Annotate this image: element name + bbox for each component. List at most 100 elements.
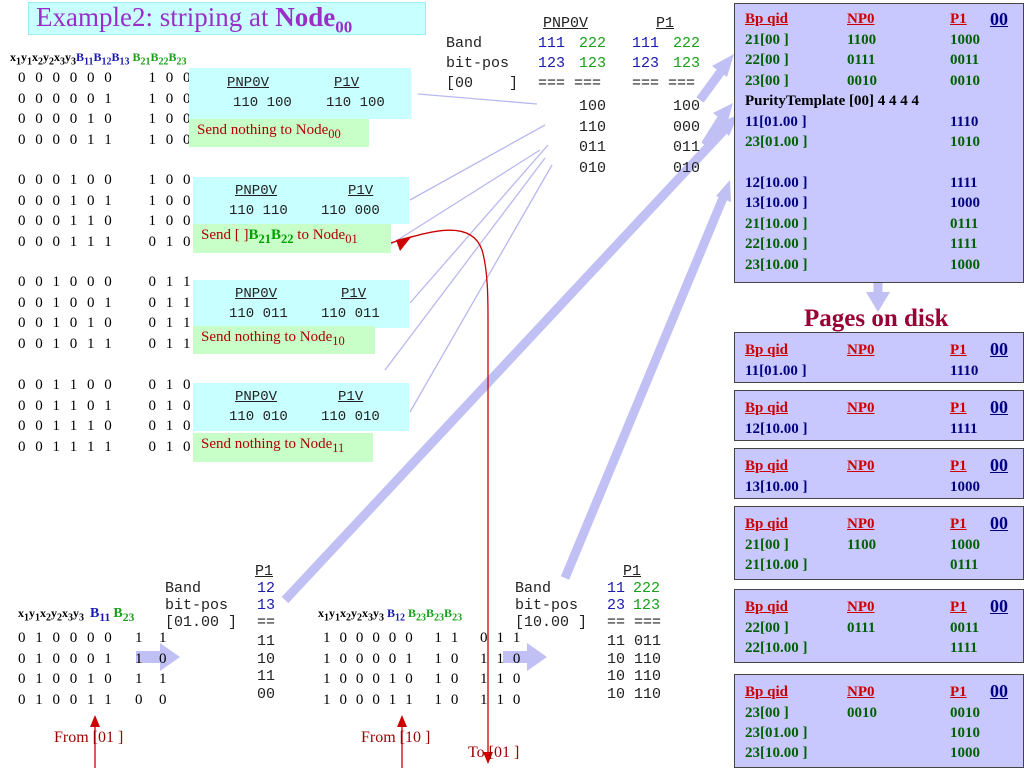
arrow-midtable1-to-panel: [281, 124, 730, 604]
row-p1: 1010: [950, 134, 980, 150]
row-p1: 1000: [950, 32, 980, 48]
band-value: 222: [673, 35, 701, 52]
band-value: 12: [257, 580, 276, 597]
col-header-np0: NP0: [847, 400, 875, 416]
arrow-midtable2-to-panel: [560, 196, 728, 580]
col-header-np0: NP0: [847, 684, 875, 700]
arrow-head: [716, 180, 731, 202]
row-qid: 23[01.00 ]: [745, 725, 808, 741]
ptable-value: 110 100: [233, 95, 292, 111]
ptable-1: PNP0V P1V 110 100 110 100: [189, 68, 411, 119]
row-p1: 1010: [950, 725, 980, 741]
right-arrow: [503, 643, 547, 671]
row-np0: 1100: [847, 32, 877, 48]
row-qid: 23[00 ]: [745, 73, 789, 89]
ptable-4: PNP0V P1V 110 010 110 010: [193, 383, 409, 431]
arrow-head: [397, 715, 407, 727]
node-id: 00: [990, 513, 1008, 533]
ptable-value: 110 011: [321, 306, 380, 322]
bitpos-label: bit-pos: [165, 597, 229, 614]
table-rule: == ===: [607, 614, 662, 631]
row-p1: 1000: [950, 745, 980, 761]
ptable-header-p1v: P1V: [338, 389, 364, 405]
col-header-np0: NP0: [847, 516, 875, 532]
table-key: [10.00 ]: [515, 614, 588, 631]
bitpos-value: 123: [538, 55, 566, 72]
right-arrow: [136, 643, 180, 671]
ptable-value: 110 100: [326, 95, 385, 111]
bitpos-label: bit-pos: [515, 597, 579, 614]
node-id: 00: [990, 339, 1008, 359]
top-table: PNP0V P1 Band bit-pos [00 ] 111 222 111 …: [446, 15, 700, 330]
ptable-header-pnp0v: PNP0V: [227, 75, 270, 91]
row-qid: 12[10.00 ]: [745, 421, 808, 437]
arrow-head: [90, 715, 100, 727]
row-qid: 11[01.00 ]: [745, 114, 807, 130]
bottom-mid-header: x1y1x2y2x3y3 B12 B23B23B23: [318, 606, 463, 624]
band-label: Band: [165, 580, 202, 597]
bottom-left-header: x1y1x2y2x3y3 B11 B23: [18, 606, 135, 624]
mid-table-values: 11 10 11 00: [257, 633, 276, 703]
row-p1: 1111: [950, 175, 978, 191]
col-header-np0: NP0: [847, 342, 875, 358]
row-qid: 23[10.00 ]: [745, 257, 808, 273]
row-qid: 21[00 ]: [745, 537, 789, 553]
ptable-header-p1v: P1V: [341, 286, 367, 302]
row-qid: 23[10.00 ]: [745, 745, 808, 761]
row-p1: 1110: [950, 363, 979, 379]
col-header-bp-qid: Bp qid: [745, 400, 788, 416]
mid-table-values: 11 011 10 110 10 110 10 110: [607, 633, 662, 703]
ptable-header-pnp0v: PNP0V: [235, 183, 278, 199]
bitpos-value: 13: [257, 597, 276, 614]
disk-page: Bp qid NP0 P1 00 13[10.00 ] 1000: [734, 448, 1024, 499]
connector-line: [409, 164, 553, 413]
bitpos-value: 123: [579, 55, 607, 72]
arrow-to-panel: [696, 67, 726, 103]
send-box-node01: Send [ ]B21B22 to Node01: [193, 224, 391, 253]
top-table-band-label: Band: [446, 35, 483, 52]
col-header-np0: NP0: [847, 11, 875, 27]
connector-line: [409, 124, 546, 201]
row-np0: 0111: [847, 620, 876, 636]
row-p1: 0111: [950, 216, 979, 232]
col-header-np0: NP0: [847, 599, 875, 615]
from-10-label: From [10 ]: [361, 729, 431, 746]
node-id: 00: [990, 596, 1008, 616]
send-box-node00: Send nothing to Node00: [189, 119, 369, 147]
bottom-mid-rows: 1 0 0 0 0 0 1 1 0 1 1 1 0 0 0 0 1 1 0 1 …: [323, 630, 523, 708]
row-np0: 0010: [847, 705, 877, 721]
connector-line: [409, 144, 549, 304]
ptable-header-pnp0v: PNP0V: [235, 389, 278, 405]
disk-page: Bp qid NP0 P1 00 11[01.00 ] 1110: [734, 332, 1024, 383]
node-id: 00: [990, 681, 1008, 701]
bottom-left-rows: 0 1 0 0 0 0 1 1 0 1 0 0 0 1 1 0 0 1 0 0 …: [18, 630, 170, 708]
bitpos-value: 123: [633, 597, 661, 614]
arrow-head: [866, 292, 890, 312]
arrow-head: [396, 236, 412, 251]
bitpos-value: 123: [673, 55, 701, 72]
col-header-bp-qid: Bp qid: [745, 342, 788, 358]
purity-template: PurityTemplate [00] 4 4 4 4: [745, 93, 920, 109]
row-qid: 23[00 ]: [745, 705, 789, 721]
bit-rows-group-3: 0 0 1 0 0 0 0 1 1 0 0 1 0 0 1 0 1 1 0 0 …: [18, 274, 194, 352]
row-p1: 0011: [950, 620, 980, 636]
send-box-node11: Send nothing to Node11: [193, 433, 373, 462]
table-rule: ==: [257, 614, 276, 631]
row-p1: 1000: [950, 257, 980, 273]
ptable-header-p1v: P1V: [348, 183, 374, 199]
row-p1: 0111: [950, 557, 979, 573]
row-p1: 1000: [950, 537, 980, 553]
col-header-np0: NP0: [847, 458, 875, 474]
send-box-node10: Send nothing to Node10: [193, 326, 375, 354]
row-p1: 1111: [950, 640, 978, 656]
top-table-header-pnp0v: PNP0V: [543, 15, 589, 32]
ptable-value: 110 010: [229, 409, 288, 425]
bitpos-value: 123: [632, 55, 660, 72]
row-qid: 22[00 ]: [745, 52, 789, 68]
bitpos-value: 23: [607, 597, 626, 614]
col-header-bp-qid: Bp qid: [745, 599, 788, 615]
col-header-bp-qid: Bp qid: [745, 516, 788, 532]
row-qid: 22[10.00 ]: [745, 236, 808, 252]
row-qid: 23[01.00 ]: [745, 134, 808, 150]
